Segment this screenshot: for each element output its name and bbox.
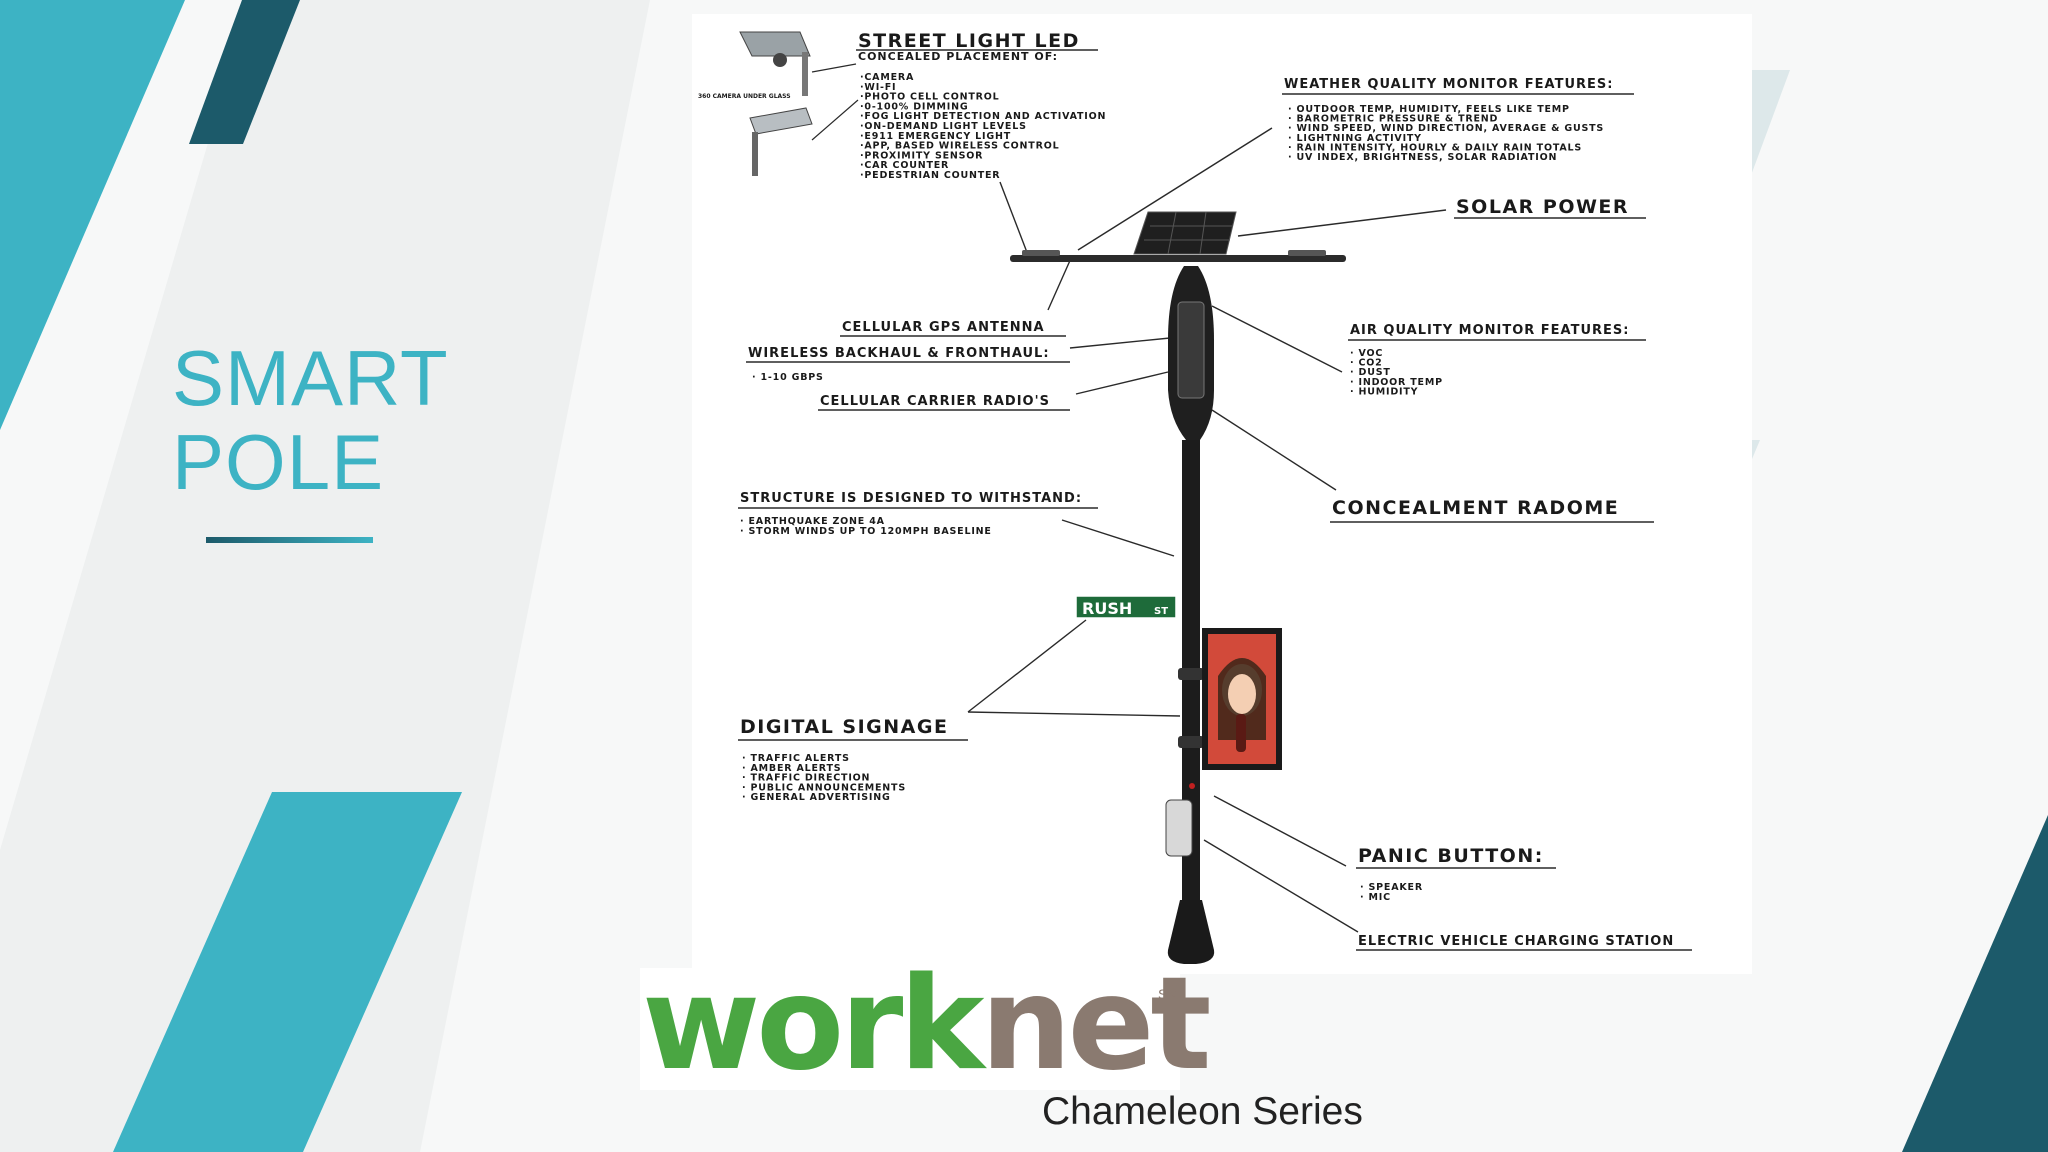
list-item: ·E911 EMERGENCY LIGHT	[860, 131, 1011, 142]
diagram-panel	[692, 14, 1752, 974]
panic-title: PANIC BUTTON:	[1358, 845, 1544, 867]
list-item: · GENERAL ADVERTISING	[742, 792, 891, 803]
leader-air	[1211, 305, 1343, 373]
list-item: · VOC	[1350, 348, 1383, 359]
leader-weather	[1077, 127, 1273, 251]
solar-title: SOLAR POWER	[1456, 196, 1629, 218]
list-item: ·CAMERA	[860, 72, 914, 83]
air-quality-items: · VOC· CO2· DUST· INDOOR TEMP· HUMIDITY	[1350, 348, 1443, 397]
list-item: · CO2	[1350, 358, 1383, 369]
bg-teal-bottom-stripe	[113, 792, 462, 1152]
list-item: ·ON-DEMAND LIGHT LEVELS	[860, 121, 1027, 132]
lamp-fixtures	[739, 31, 859, 176]
signage-title: DIGITAL SIGNAGE	[740, 716, 948, 738]
list-item: · STORM WINDS UP TO 120MPH BASELINE	[740, 526, 992, 537]
crossarm	[1010, 255, 1346, 262]
panic-items: · SPEAKER· MIC	[1360, 882, 1423, 903]
bg-dark-bottom-right-stripe	[1902, 815, 2048, 1152]
bg-teal-top-stripe	[0, 0, 185, 430]
list-item: · RAIN INTENSITY, HOURLY & DAILY RAIN TO…	[1288, 142, 1582, 153]
leader-wireless	[1069, 337, 1171, 349]
list-item: ·0-100% DIMMING	[860, 101, 968, 112]
title-line-2: POLE	[172, 418, 385, 506]
list-item: ·FOG LIGHT DETECTION AND ACTIVATION	[860, 111, 1106, 122]
street-sign-name: RUSH	[1082, 599, 1132, 618]
wireless-title: WIRELESS BACKHAUL & FRONTHAUL:	[748, 346, 1050, 361]
pole-base	[1167, 900, 1215, 964]
street-sign: RUSH ST	[1075, 595, 1177, 619]
leader-solar	[1237, 209, 1447, 237]
solar-panel	[1133, 211, 1237, 255]
weather-title: WEATHER QUALITY MONITOR FEATURES:	[1284, 77, 1613, 92]
ev-title: ELECTRIC VEHICLE CHARGING STATION	[1358, 934, 1674, 949]
bg-dark-top-stripe	[189, 0, 300, 144]
list-item: · TRAFFIC ALERTS	[742, 753, 850, 764]
leader-carrier	[1075, 371, 1169, 395]
list-item: · SPEAKER	[1360, 882, 1423, 893]
leader-radome	[1211, 409, 1337, 491]
camera-note: 360 CAMERA UNDER GLASS	[698, 93, 791, 100]
list-item: · DUST	[1350, 367, 1391, 378]
list-item: · PUBLIC ANNOUNCEMENTS	[742, 782, 906, 793]
leader-gps	[1047, 255, 1073, 311]
carrier-title: CELLULAR CARRIER RADIO'S	[820, 394, 1050, 409]
leader-panic	[1213, 795, 1347, 867]
list-item: · UV INDEX, BRIGHTNESS, SOLAR RADIATION	[1288, 152, 1557, 163]
leader-structure	[1061, 519, 1175, 557]
logo-service-mark: SM	[1158, 986, 1179, 1002]
list-item: ·APP, BASED WIRELESS CONTROL	[860, 141, 1059, 152]
list-item: ·PEDESTRIAN COUNTER	[860, 170, 1000, 181]
list-item: · AMBER ALERTS	[742, 763, 841, 774]
list-item: · HUMIDITY	[1350, 386, 1418, 397]
ev-charger	[1165, 799, 1193, 857]
title-underlines	[738, 49, 1692, 951]
street-sign-suffix: ST	[1154, 606, 1168, 617]
leader-lines	[967, 127, 1447, 933]
worknet-logo: worknet	[642, 955, 1212, 1095]
street-light-subtitle: CONCEALED PLACEMENT OF:	[858, 50, 1058, 63]
logo-work: work	[642, 950, 984, 1099]
bg-light-band	[0, 0, 650, 1152]
list-item: · WIND SPEED, WIND DIRECTION, AVERAGE & …	[1288, 123, 1604, 134]
radome-title: CONCEALMENT RADOME	[1332, 497, 1619, 519]
street-light-title: STREET LIGHT LED	[858, 30, 1080, 52]
smart-pole	[1010, 211, 1346, 964]
structure-title: STRUCTURE IS DESIGNED TO WITHSTAND:	[740, 491, 1082, 506]
list-item: · TRAFFIC DIRECTION	[742, 773, 870, 784]
list-item: ·PROXIMITY SENSOR	[860, 150, 983, 161]
list-item: · 1-10 GBPS	[752, 372, 824, 383]
list-item: · EARTHQUAKE ZONE 4A	[740, 516, 885, 527]
slide-title: SMART POLE	[172, 336, 449, 504]
cellular-gps-title: CELLULAR GPS ANTENNA	[842, 320, 1045, 335]
street-light-items: ·CAMERA·WI-FI·PHOTO CELL CONTROL·0-100% …	[860, 72, 1106, 181]
list-item: · LIGHTNING ACTIVITY	[1288, 133, 1422, 144]
leader-signage-screen	[967, 711, 1181, 717]
list-item: · INDOOR TEMP	[1350, 377, 1443, 388]
list-item: · OUTDOOR TEMP, HUMIDITY, FEELS LIKE TEM…	[1288, 104, 1570, 115]
leader-ev	[1203, 839, 1359, 933]
pole-shaft	[1182, 440, 1200, 942]
list-item: · BAROMETRIC PRESSURE & TREND	[1288, 114, 1498, 125]
structure-items: · EARTHQUAKE ZONE 4A· STORM WINDS UP TO …	[740, 516, 992, 537]
logo-net: net	[980, 950, 1211, 1099]
leader-signage-sign	[967, 619, 1087, 713]
wireless-items: · 1-10 GBPS	[752, 372, 824, 383]
weather-items: · OUTDOOR TEMP, HUMIDITY, FEELS LIKE TEM…	[1288, 104, 1604, 163]
list-item: ·WI-FI	[860, 82, 896, 93]
title-line-1: SMART	[172, 334, 449, 422]
title-underline	[206, 537, 373, 543]
list-item: ·PHOTO CELL CONTROL	[860, 92, 999, 103]
series-caption: Chameleon Series	[1042, 1090, 1363, 1133]
air-quality-title: AIR QUALITY MONITOR FEATURES:	[1350, 323, 1629, 338]
signage-items: · TRAFFIC ALERTS· AMBER ALERTS· TRAFFIC …	[742, 753, 906, 803]
leader-street-light	[999, 181, 1029, 256]
logo-background	[640, 968, 1180, 1090]
list-item: ·CAR COUNTER	[860, 160, 949, 171]
list-item: · MIC	[1360, 892, 1391, 903]
